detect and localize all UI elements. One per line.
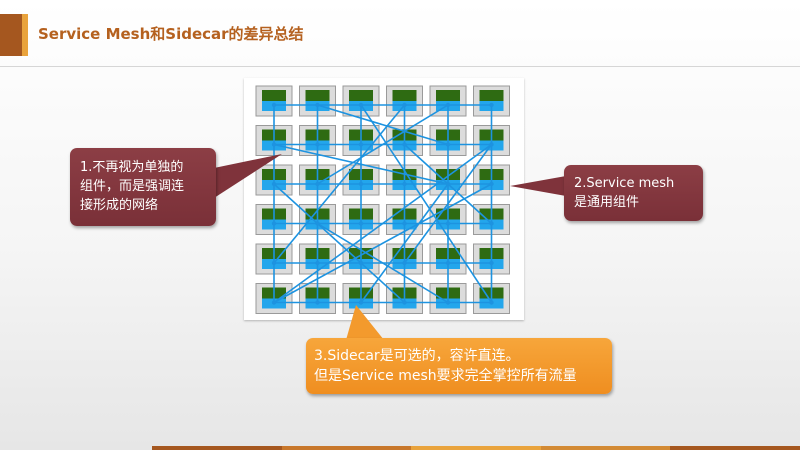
service-block: [305, 90, 330, 101]
title-divider: [0, 66, 800, 67]
title-accent-block: [0, 14, 22, 56]
mesh-link: [317, 104, 449, 146]
mesh-grid-svg: [255, 85, 510, 314]
callout-sidecar-optional: 3.Sidecar是可选的，容许直连。 但是Service mesh要求完全掌控…: [306, 338, 612, 394]
footer-segment: [281, 446, 412, 450]
sidecar-node: [358, 221, 364, 226]
footer-segment: [411, 446, 541, 450]
sidecar-node: [315, 181, 320, 187]
footer-color-strip: [152, 446, 800, 450]
sidecar-node: [445, 102, 451, 108]
slide-title: Service Mesh和Sidecar的差异总结: [38, 25, 304, 43]
footer-segment: [540, 446, 671, 450]
sidecar-node: [445, 221, 451, 226]
sidecar-node: [315, 260, 320, 266]
sidecar-node: [445, 300, 451, 305]
mesh-link: [317, 104, 449, 185]
mesh-link: [360, 104, 493, 303]
sidecar-node: [315, 102, 320, 108]
sidecar-node: [315, 300, 320, 305]
mesh-link: [273, 104, 406, 264]
sidecar-node: [489, 181, 494, 187]
service-block: [392, 90, 417, 101]
sidecar-node: [402, 221, 407, 226]
service-block: [349, 90, 373, 101]
mesh-link: [273, 183, 406, 304]
mesh-link: [360, 183, 449, 303]
sidecar-node: [271, 260, 277, 266]
callout-generic-component: 2.Service mesh 是通用组件: [564, 165, 703, 221]
callout-1-line: 组件，而是强调连: [80, 179, 185, 194]
callout-2-line: 是通用组件: [574, 195, 640, 210]
mesh-link: [403, 144, 493, 264]
callout-2-line: 2.Service mesh: [574, 176, 675, 191]
sidecar-node: [402, 260, 407, 266]
sidecar-node: [315, 142, 320, 147]
sidecar-node: [489, 260, 494, 266]
service-block: [479, 90, 504, 101]
sidecar-node: [315, 221, 320, 226]
sidecar-node: [489, 142, 494, 147]
sidecar-node: [489, 221, 494, 226]
sidecar-node: [271, 142, 277, 147]
sidecar-node: [489, 300, 494, 305]
mesh-link: [273, 143, 492, 304]
mesh-link: [273, 143, 449, 185]
sidecar-node: [402, 142, 407, 147]
callout-3-line: 3.Sidecar是可选的，容许直连。: [314, 348, 520, 364]
sidecar-node: [358, 142, 364, 147]
sidecar-node: [402, 102, 407, 108]
sidecar-node: [271, 181, 277, 187]
title-bar: Service Mesh和Sidecar的差异总结: [0, 14, 800, 67]
service-block: [262, 90, 286, 101]
sidecar-node: [445, 142, 451, 147]
sidecar-node: [358, 181, 364, 187]
callout-1-line: 接形成的网络: [80, 198, 159, 213]
sidecar-node: [358, 260, 364, 266]
callout-1-line: 1.不再视为单独的: [80, 160, 184, 175]
service-mesh-diagram: [244, 78, 524, 320]
sidecar-node: [271, 102, 277, 108]
footer-segment: [152, 446, 282, 450]
sidecar-node: [445, 181, 451, 187]
sidecar-node: [402, 181, 407, 187]
mesh-link: [273, 183, 492, 304]
callout-network-emphasis: 1.不再视为单独的 组件，而是强调连 接形成的网络: [70, 148, 216, 226]
sidecar-node: [402, 300, 407, 305]
mesh-link: [317, 222, 449, 304]
sidecar-node: [489, 102, 494, 108]
sidecar-node: [358, 300, 364, 305]
sidecar-node: [271, 221, 277, 226]
sidecar-node: [445, 260, 451, 266]
service-block: [436, 90, 460, 101]
sidecar-node: [271, 300, 277, 305]
title-accent-stripe: [22, 14, 28, 56]
footer-segment: [670, 446, 800, 450]
callout-3-line: 但是Service mesh要求完全掌控所有流量: [314, 368, 577, 384]
sidecar-node: [358, 102, 364, 108]
